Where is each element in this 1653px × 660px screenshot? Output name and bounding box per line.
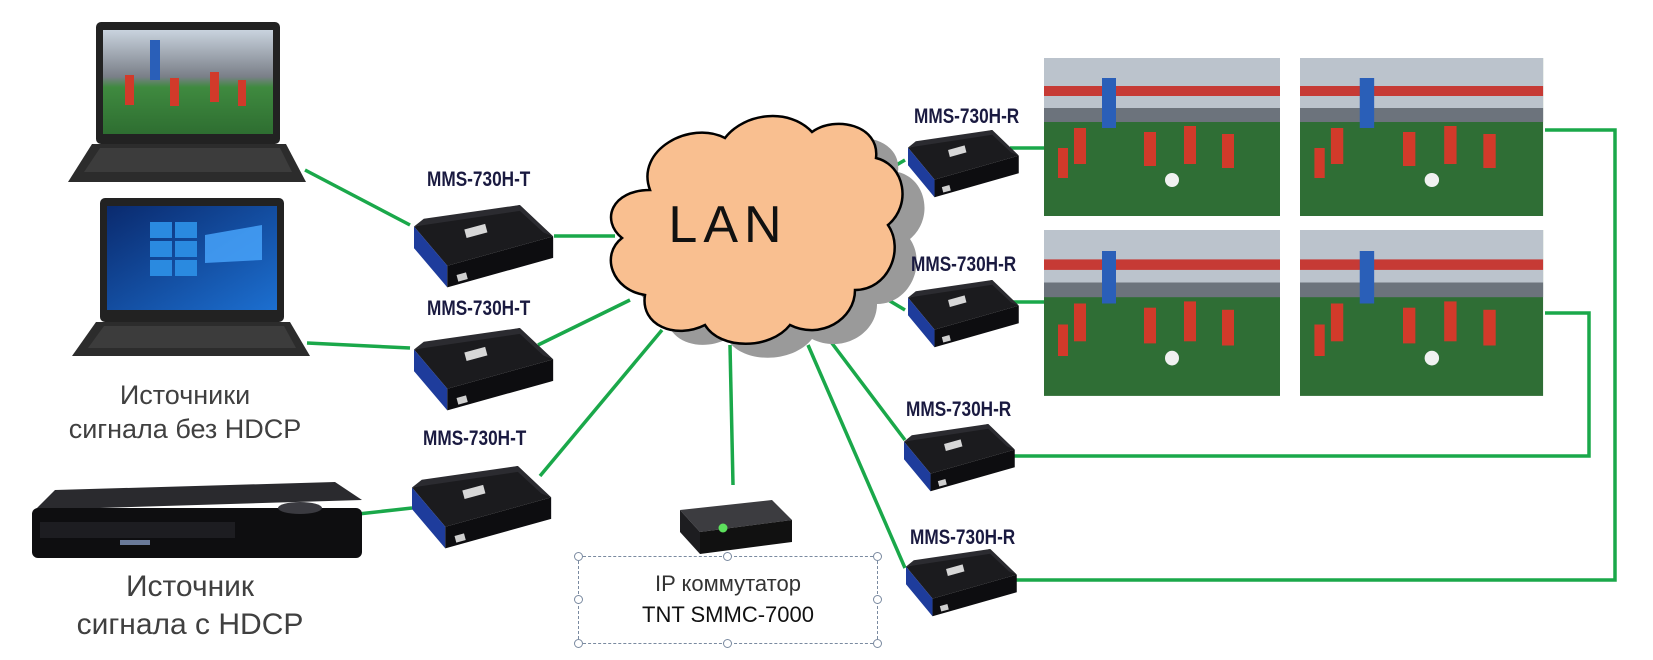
connection-lines xyxy=(304,128,1617,582)
caption-line: сигнала без HDCP xyxy=(68,414,302,444)
laptop-icon xyxy=(68,22,306,182)
receiver-label: MMS-730H-R xyxy=(910,526,1016,549)
receiver-device-icon xyxy=(904,424,1015,492)
transmitter-label: MMS-730H-T xyxy=(427,168,531,191)
laptop-icon xyxy=(72,198,310,356)
screen-image xyxy=(1300,58,1544,216)
caption-line: сигнала с HDCP xyxy=(76,608,304,641)
source-hdcp-caption: Источник сигнала с HDCP xyxy=(40,568,340,644)
link-r3-screen xyxy=(1013,311,1591,458)
caption-line: Источники xyxy=(119,380,251,410)
link-lan-r3 xyxy=(820,328,907,442)
receiver-label: MMS-730H-R xyxy=(906,398,1012,421)
link-bluray xyxy=(357,506,413,516)
ip-switch-caption-box[interactable]: IP коммутатор TNT SMMC-7000 xyxy=(574,552,882,648)
resize-handle[interactable] xyxy=(873,552,882,561)
link-t3-lan xyxy=(538,328,664,478)
transmitter-device-icon xyxy=(414,328,554,411)
resize-handle[interactable] xyxy=(574,552,583,561)
resize-handle[interactable] xyxy=(723,552,732,561)
screen-image xyxy=(1300,230,1544,396)
receiver-device-icon xyxy=(908,280,1019,348)
sources-no-hdcp-caption: Источники сигнала без HDCP xyxy=(40,378,330,446)
ip-switch-title: IP коммутатор xyxy=(655,571,801,596)
link-laptop1 xyxy=(304,168,411,227)
transmitter-device-icon xyxy=(412,466,552,549)
resize-handle[interactable] xyxy=(574,595,583,604)
lan-cloud-icon xyxy=(609,114,925,358)
bluray-player-icon xyxy=(32,482,362,558)
lan-label: LAN xyxy=(668,196,787,254)
link-lan-r4 xyxy=(806,344,907,569)
resize-handle[interactable] xyxy=(574,639,583,648)
resize-handle[interactable] xyxy=(873,639,882,648)
caption-line: Источник xyxy=(125,570,255,603)
screen-image xyxy=(1044,58,1280,216)
transmitter-device-icon xyxy=(414,205,554,288)
link-r4-screen xyxy=(1015,128,1617,582)
ip-switch-icon xyxy=(680,500,792,554)
video-wall xyxy=(1044,58,1544,396)
transmitter-label: MMS-730H-T xyxy=(423,427,527,450)
screen-image xyxy=(1044,230,1280,396)
receiver-label: MMS-730H-R xyxy=(914,105,1020,128)
resize-handle[interactable] xyxy=(873,595,882,604)
receiver-device-icon xyxy=(906,549,1017,617)
link-laptop2 xyxy=(306,341,411,350)
receiver-label: MMS-730H-R xyxy=(911,253,1017,276)
resize-handle[interactable] xyxy=(723,639,732,648)
receiver-device-icon xyxy=(908,130,1019,198)
link-t2-lan xyxy=(537,298,631,347)
transmitter-label: MMS-730H-T xyxy=(427,297,531,320)
link-lan-switch xyxy=(728,344,735,486)
ip-switch-model: TNT SMMC-7000 xyxy=(642,602,814,627)
